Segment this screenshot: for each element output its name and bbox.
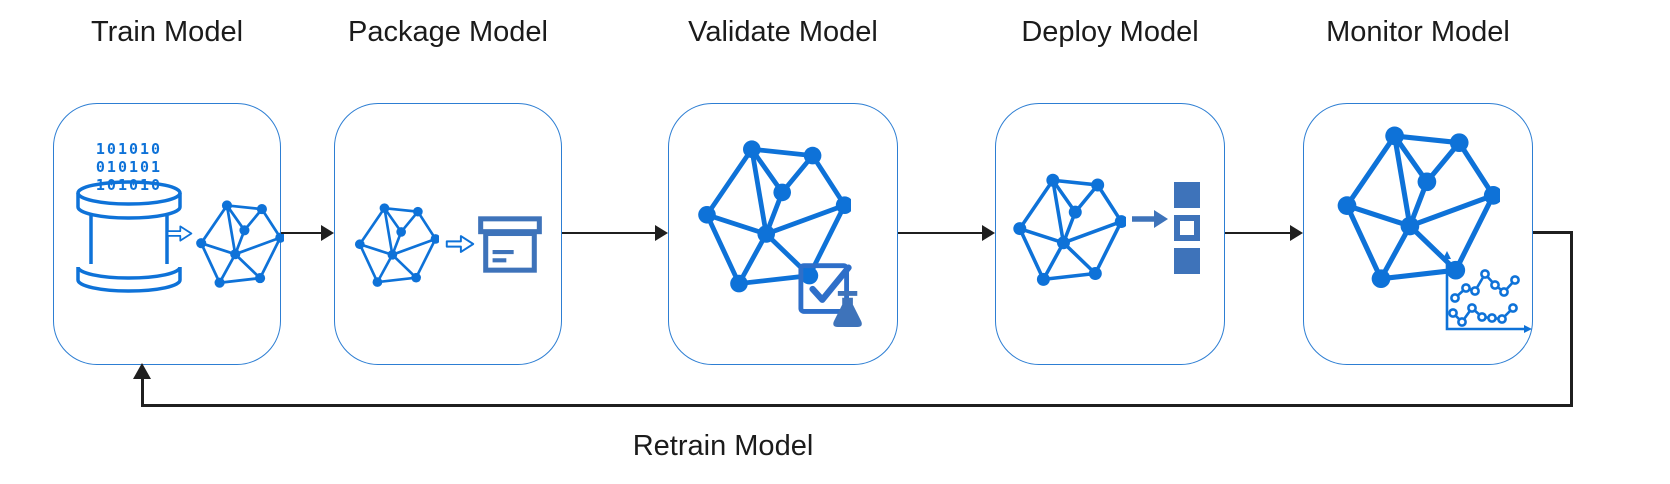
archive-box-icon bbox=[477, 215, 543, 274]
feedback-segment-right bbox=[1533, 231, 1573, 234]
arrow-shaft bbox=[562, 231, 658, 235]
stage-train: Train Model 101010 010101 101010 bbox=[53, 0, 281, 484]
binary-line: 101010 bbox=[95, 176, 163, 194]
stage-monitor: Monitor Model bbox=[1303, 0, 1533, 484]
stage-box-deploy bbox=[995, 103, 1225, 365]
line-chart-icon bbox=[1438, 250, 1533, 338]
stage-box-monitor bbox=[1303, 103, 1533, 365]
stage-title-monitor: Monitor Model bbox=[1326, 16, 1510, 48]
outline-arrow-icon bbox=[445, 234, 475, 254]
stage-deploy: Deploy Model bbox=[995, 0, 1225, 484]
arrow-shaft bbox=[281, 231, 324, 235]
feedback-arrow-head-icon bbox=[133, 363, 151, 379]
square-filled bbox=[1174, 182, 1200, 208]
network-graph-icon bbox=[192, 199, 284, 291]
flow-arrow-package-to-validate bbox=[562, 225, 668, 241]
stacked-squares-icon bbox=[1174, 182, 1200, 274]
feedback-segment-up bbox=[141, 377, 144, 407]
network-graph-icon bbox=[351, 202, 439, 290]
stage-package: Package Model bbox=[334, 0, 562, 484]
flow-arrow-train-to-package bbox=[281, 225, 334, 241]
arrow-shaft bbox=[1225, 231, 1293, 235]
stage-box-package bbox=[334, 103, 562, 365]
arrow-head-icon bbox=[982, 225, 995, 241]
arrow-right-icon bbox=[1130, 207, 1170, 231]
square-hollow bbox=[1174, 215, 1200, 241]
arrow-shaft bbox=[898, 231, 985, 235]
arrow-head-icon bbox=[655, 225, 668, 241]
stage-box-train: 101010 010101 101010 bbox=[53, 103, 281, 365]
arrow-head-icon bbox=[1290, 225, 1303, 241]
feedback-segment-bottom bbox=[141, 404, 1573, 407]
square-filled bbox=[1174, 248, 1200, 274]
stage-title-deploy: Deploy Model bbox=[1021, 16, 1199, 48]
outline-arrow-icon bbox=[166, 223, 193, 244]
network-graph-icon bbox=[1008, 172, 1126, 290]
stage-title-train: Train Model bbox=[90, 16, 244, 48]
binary-line: 010101 bbox=[95, 158, 163, 176]
retrain-label: Retrain Model bbox=[632, 430, 814, 462]
checkmark-flask-icon bbox=[797, 252, 867, 330]
stage-title-package: Package Model bbox=[348, 16, 548, 48]
feedback-segment-down bbox=[1570, 231, 1573, 407]
arrow-head-icon bbox=[321, 225, 334, 241]
binary-line: 101010 bbox=[95, 140, 163, 158]
stage-box-validate bbox=[668, 103, 898, 365]
stage-validate: Validate Model bbox=[668, 0, 898, 484]
flow-arrow-validate-to-deploy bbox=[898, 225, 995, 241]
stage-title-validate: Validate Model bbox=[688, 16, 878, 48]
binary-data-text: 101010 010101 101010 bbox=[74, 140, 184, 194]
flow-arrow-deploy-to-monitor bbox=[1225, 225, 1303, 241]
